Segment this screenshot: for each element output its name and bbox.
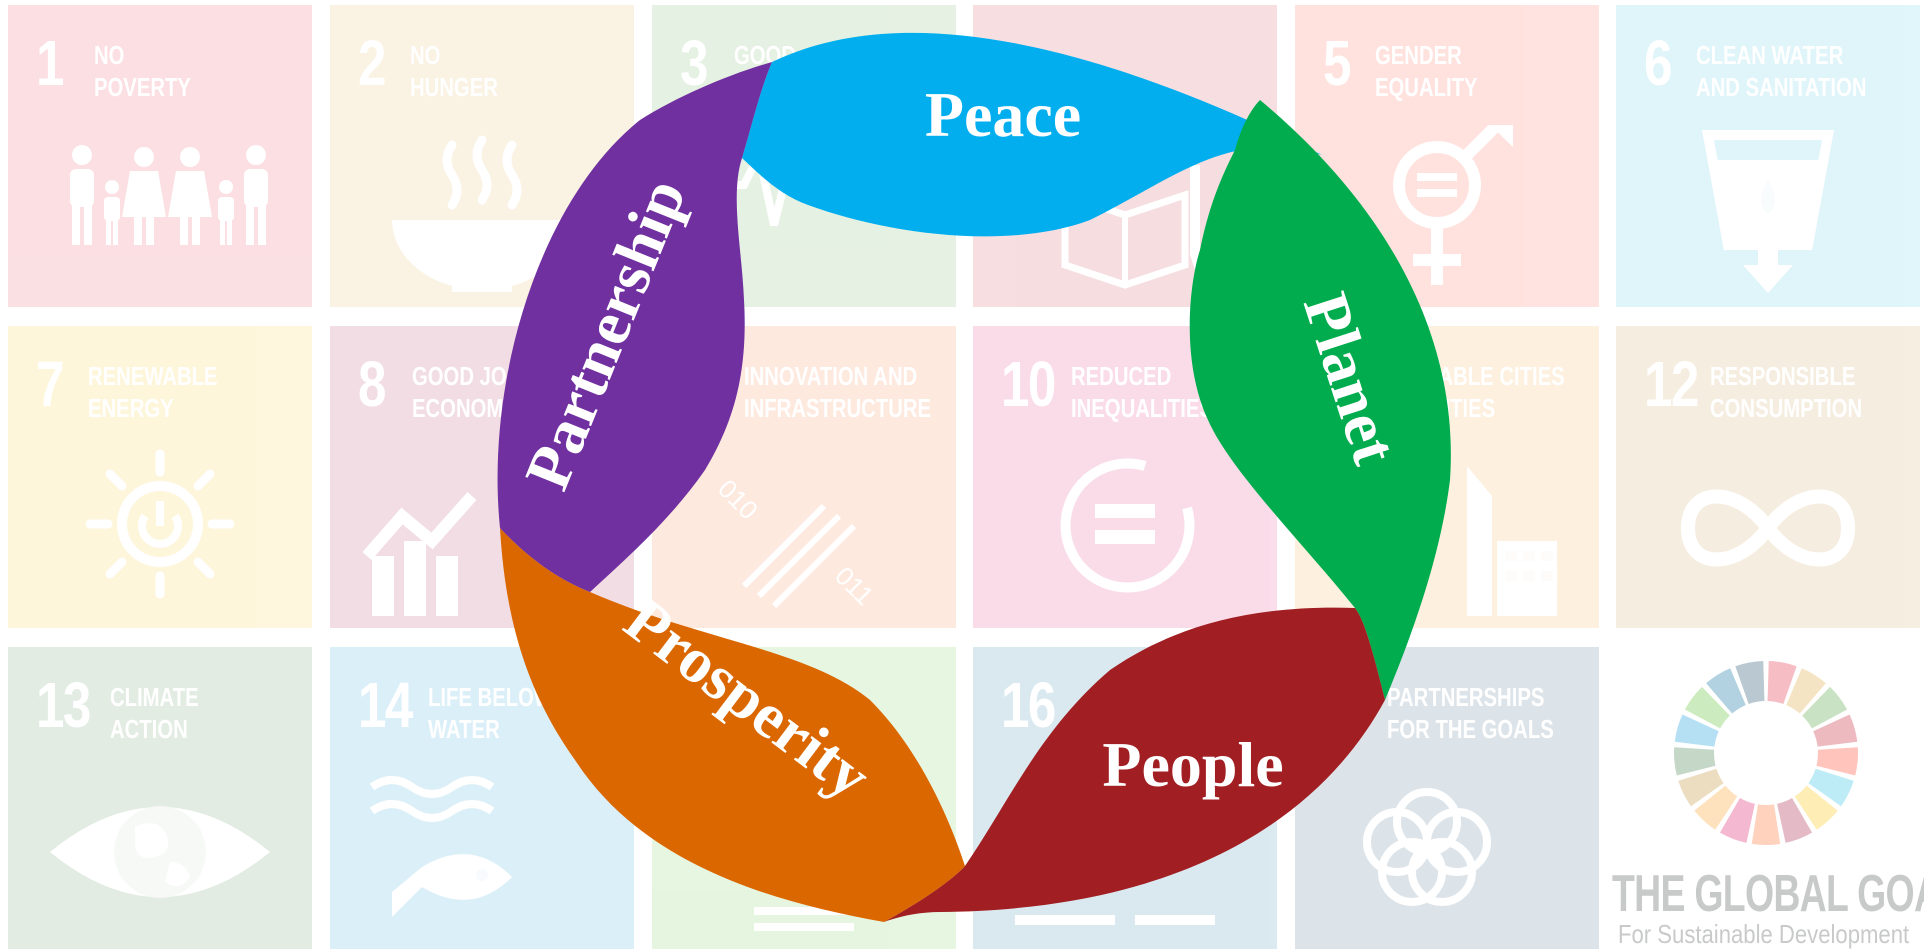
goals-wheel-segment: [1794, 785, 1838, 830]
binary-icon: 010 011: [712, 473, 880, 611]
goals-wheel-segment: [1735, 661, 1765, 704]
global-goals-tile: [1616, 647, 1920, 949]
goals-wheel-segment: [1684, 686, 1730, 729]
goals-wheel-segment: [1674, 714, 1719, 747]
goals-wheel-segment: [1719, 798, 1755, 843]
water-glass-icon: [1702, 130, 1834, 293]
equals-circle-icon: [1060, 458, 1195, 593]
tile-number: 8: [358, 348, 386, 420]
leaf-icon: [754, 907, 854, 931]
goals-wheel-segment: [1767, 661, 1797, 704]
segment-prosperity: [500, 528, 965, 922]
goals-wheel-segment: [1786, 668, 1826, 714]
tile-number: 12: [1644, 348, 1699, 420]
tile-number: 16: [1001, 669, 1056, 741]
tile-number: 5: [1323, 27, 1351, 99]
segment-people: [884, 607, 1385, 922]
goals-wheel-segment: [1751, 804, 1781, 845]
tile-number: 2: [358, 27, 386, 99]
tile-number: 14: [358, 669, 413, 741]
city-icon: [1467, 466, 1557, 616]
goals-wheel-segment: [1808, 768, 1854, 807]
bowl-icon: [392, 135, 572, 292]
rings-icon: [1363, 788, 1491, 906]
book-icon: [1061, 165, 1200, 289]
segment-partnership: [497, 62, 772, 592]
segment-planet: [1189, 100, 1451, 700]
segment-label-peace: Peace: [925, 79, 1081, 150]
tile-number: 3: [680, 27, 708, 99]
goals-wheel-segment: [1813, 714, 1858, 747]
fish-icon: [369, 776, 512, 917]
goals-wheel-segment: [1777, 798, 1813, 843]
dove-icon: [1015, 915, 1215, 925]
goals-wheel-segment: [1816, 747, 1858, 776]
goals-wheel-segment: [1678, 768, 1724, 807]
goals-wheel-segment: [1706, 668, 1746, 714]
tile-number: 1: [36, 27, 64, 99]
sun-power-icon: [85, 449, 235, 599]
growth-chart-icon: [362, 492, 477, 616]
gender-icon: [1393, 125, 1513, 285]
goals-wheel-segment: [1674, 747, 1716, 776]
goals-wheel-segment: [1694, 785, 1738, 830]
tile-number: 13: [36, 669, 91, 741]
goals-wheel-segment: [1802, 686, 1848, 729]
family-icon: [70, 145, 268, 245]
tile-number: 10: [1001, 348, 1056, 420]
tile-number: 7: [36, 348, 64, 420]
goals-wheel-icon: [1674, 661, 1858, 845]
infinity-icon: [1680, 489, 1856, 567]
segment-peace: [742, 32, 1322, 237]
brand-subtitle: For Sustainable Development: [1618, 919, 1910, 949]
eye-globe-icon: [50, 806, 270, 898]
segment-label-people: People: [1102, 729, 1283, 800]
tile-number: 6: [1644, 27, 1672, 99]
